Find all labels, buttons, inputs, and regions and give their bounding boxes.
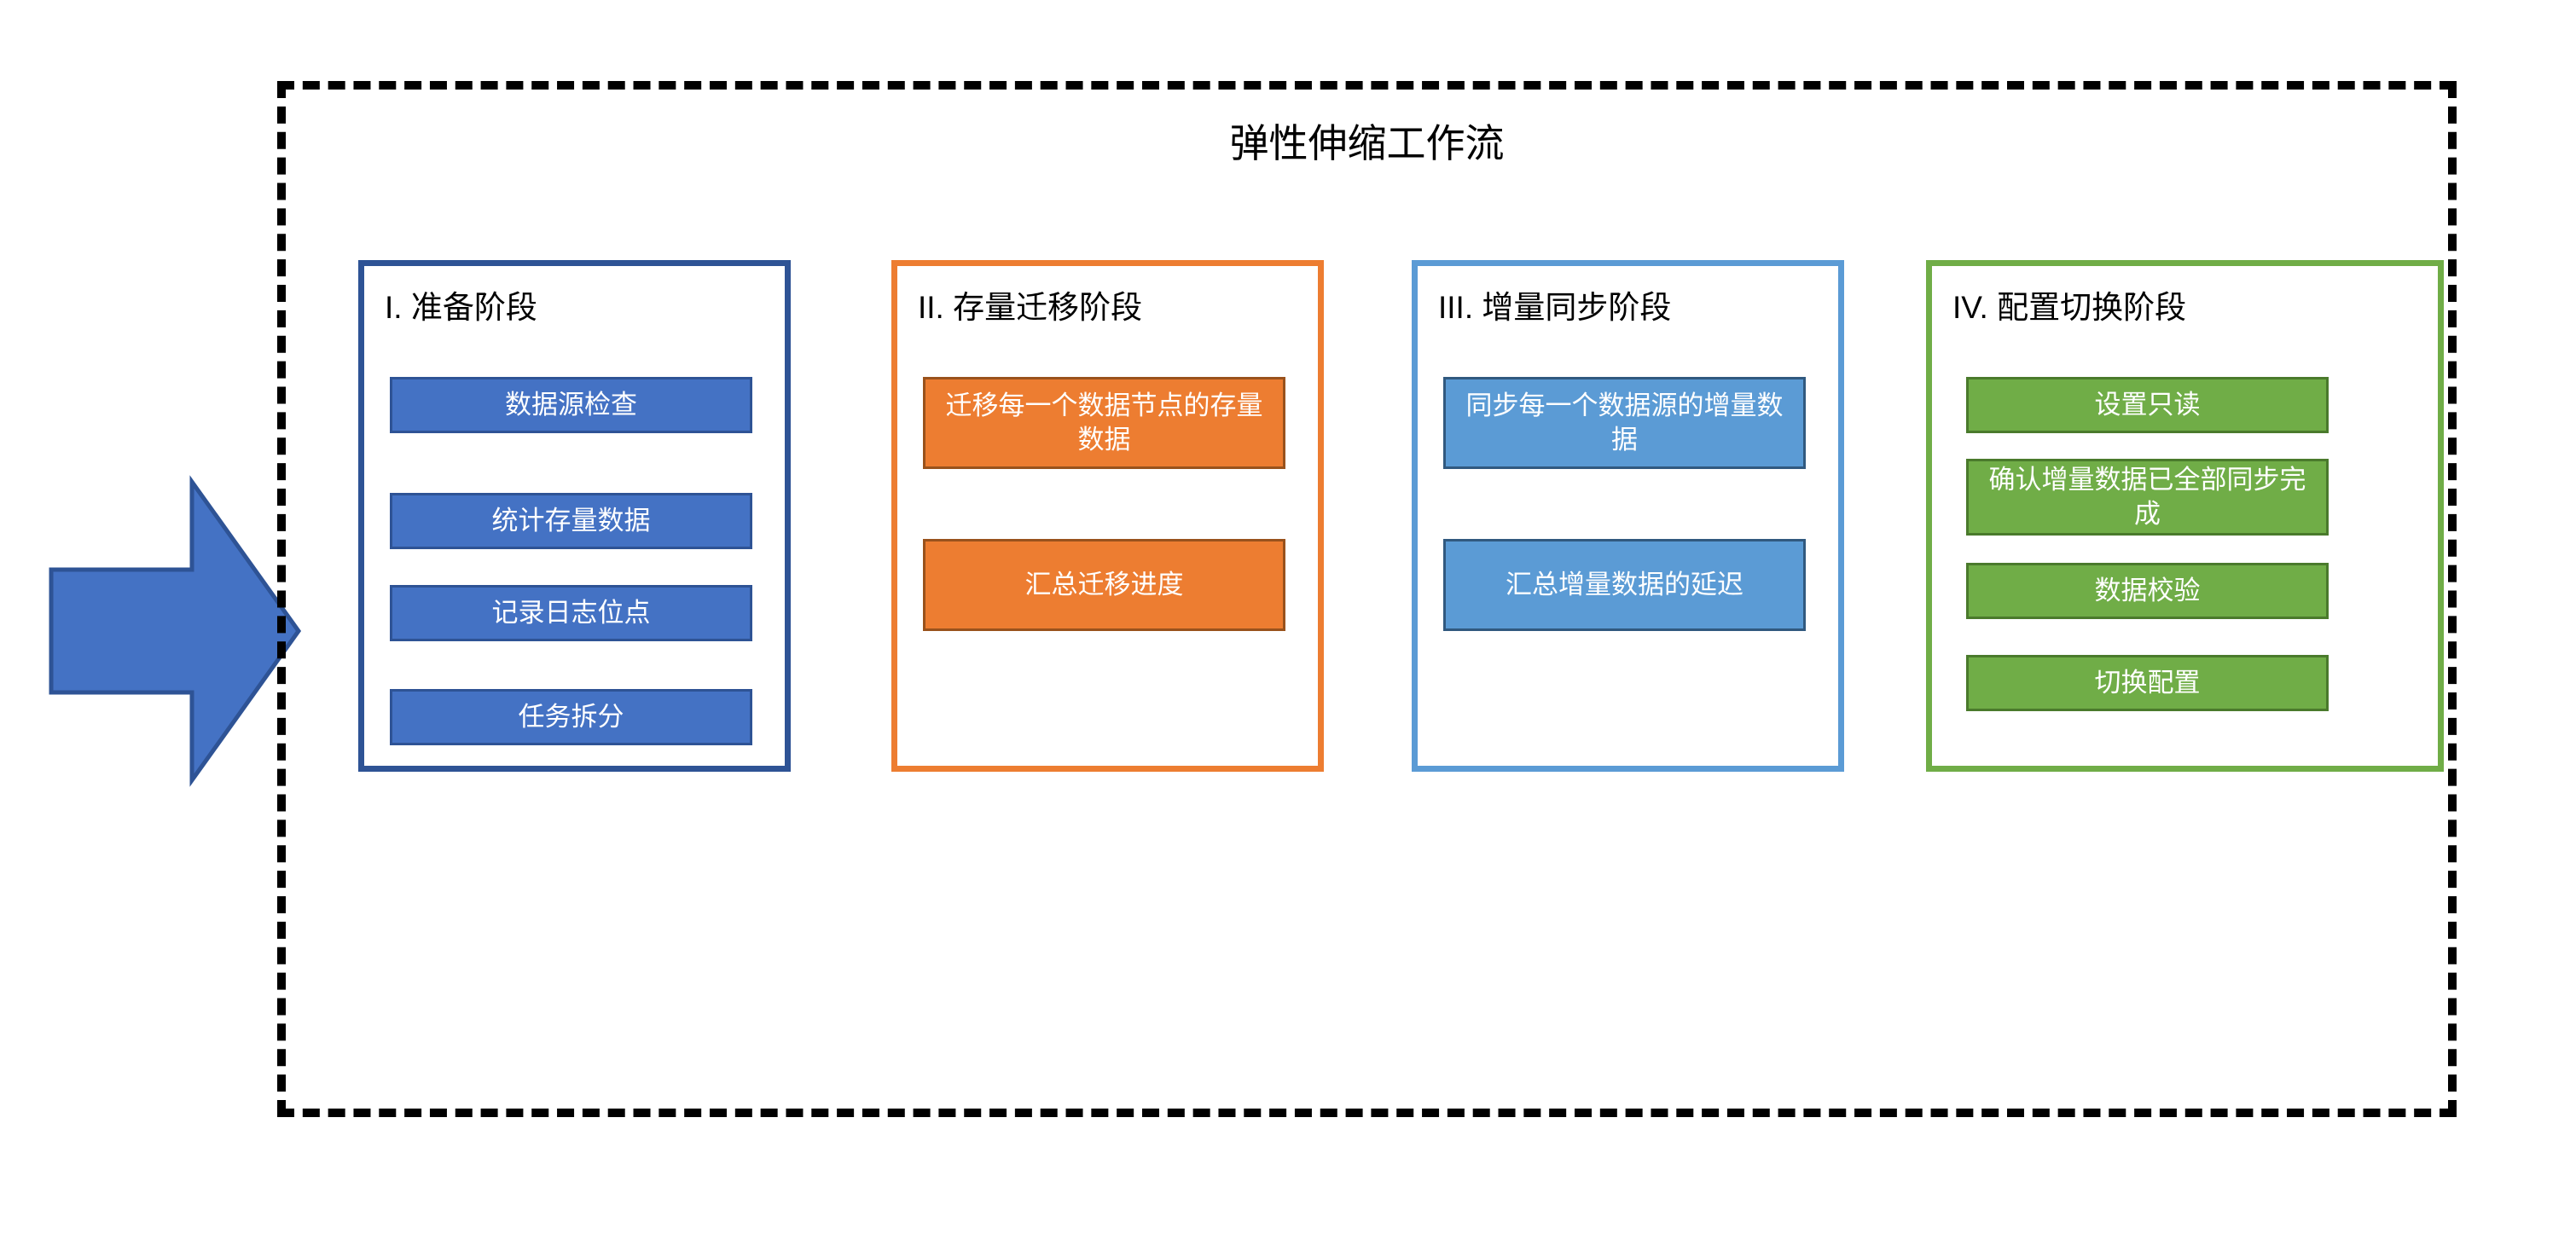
phase-column-preparation: I. 准备阶段 数据源检查 统计存量数据 记录日志位点 任务拆分: [358, 260, 791, 772]
phase-title-1: I. 准备阶段: [385, 290, 537, 325]
workflow-title: 弹性伸缩工作流: [1229, 121, 1505, 165]
phase-column-incremental-sync: III. 增量同步阶段 同步每一个数据源的增量数据 汇总增量数据的延迟: [1412, 260, 1844, 772]
task-box[interactable]: 汇总迁移进度: [923, 539, 1285, 631]
task-box[interactable]: 统计存量数据: [390, 493, 752, 549]
task-box[interactable]: 确认增量数据已全部同步完成: [1966, 459, 2329, 536]
phase-column-full-migration: II. 存量迁移阶段 迁移每一个数据节点的存量数据 汇总迁移进度: [891, 260, 1324, 772]
task-box[interactable]: 汇总增量数据的延迟: [1443, 539, 1806, 631]
phase-title-3: III. 增量同步阶段: [1438, 290, 1672, 325]
phase-column-config-switch: IV. 配置切换阶段 设置只读 确认增量数据已全部同步完成 数据校验 切换配置: [1926, 260, 2444, 772]
task-box[interactable]: 任务拆分: [390, 689, 752, 745]
phase-title-4: IV. 配置切换阶段: [1952, 290, 2187, 325]
task-box[interactable]: 迁移每一个数据节点的存量数据: [923, 377, 1285, 469]
arrow-polygon: [49, 475, 302, 787]
task-box[interactable]: 同步每一个数据源的增量数据: [1443, 377, 1806, 469]
task-box[interactable]: 记录日志位点: [390, 585, 752, 641]
start-arrow: 开始: [47, 473, 303, 1128]
task-box[interactable]: 切换配置: [1966, 655, 2329, 711]
start-arrow-shape: [49, 475, 302, 787]
workflow-outer-frame: [277, 81, 2457, 1117]
task-box[interactable]: 数据校验: [1966, 563, 2329, 619]
task-box[interactable]: 数据源检查: [390, 377, 752, 433]
start-arrow-label: 开始: [120, 1086, 195, 1128]
task-box[interactable]: 设置只读: [1966, 377, 2329, 433]
phase-title-2: II. 存量迁移阶段: [918, 290, 1143, 325]
